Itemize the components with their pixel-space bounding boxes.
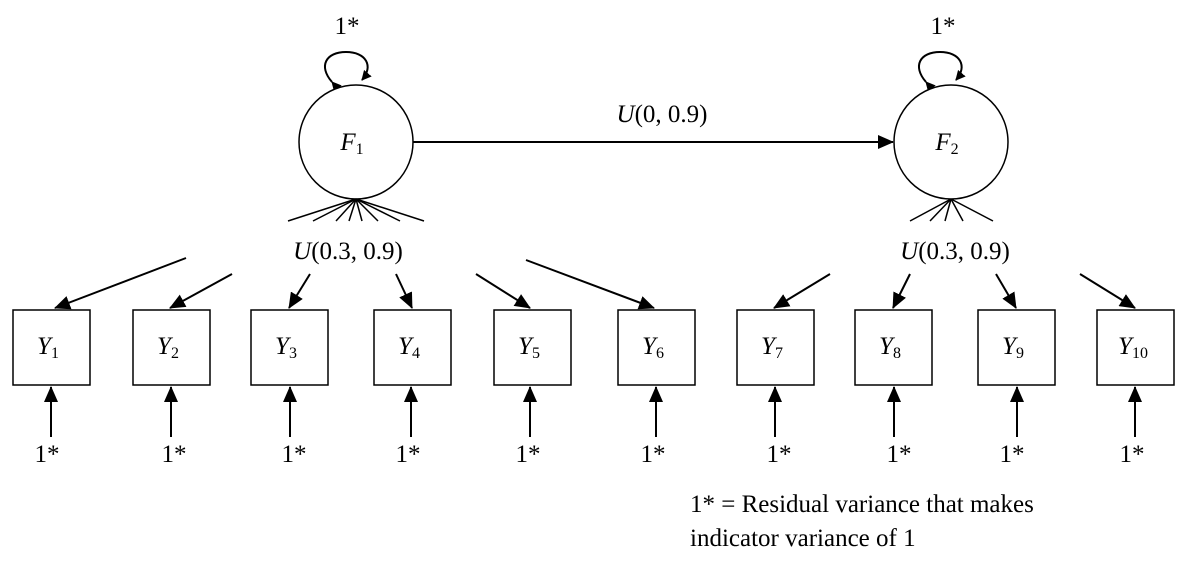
factor2-loading-fan [909,198,994,222]
residual-label-y9: 1* [1000,441,1025,468]
svg-text:Y7: Y7 [761,333,783,362]
loading-arrow-y9 [995,273,1017,309]
loading-arrow-y1 [54,257,187,310]
residual-label-y6: 1* [641,441,666,468]
legend-note-line1: 1* = Residual variance that makes [690,491,1034,518]
indicator-y5: Y5 [493,309,572,386]
residual-label-y2: 1* [162,441,187,468]
factor1-variance-loop [324,50,372,93]
indicator-y2: Y2 [132,309,211,386]
svg-text:Y8: Y8 [879,333,901,362]
indicator-y4: Y4 [373,309,452,386]
indicator-y3: Y3 [250,309,329,386]
indicator-y9: Y9 [977,309,1056,386]
svg-text:Y1: Y1 [37,333,59,362]
loading-arrow-y8 [892,273,911,309]
factor2-variance-loop [918,50,966,93]
loading-arrow-y10 [1079,273,1136,309]
residual-label-y3: 1* [282,441,307,468]
factor2-loading-label: U(0.3, 0.9) [900,238,1010,265]
svg-text:Y4: Y4 [398,333,420,362]
indicator-y7: Y7 [736,309,815,386]
loading-arrow-y5 [475,273,531,309]
legend-note: 1* = Residual variance that makes indica… [690,488,1034,556]
svg-text:Y2: Y2 [157,333,179,362]
factor1-loading-label: U(0.3, 0.9) [293,238,403,265]
indicator-y10: Y10 [1096,309,1175,386]
indicator-y8: Y8 [854,309,933,386]
svg-text:Y5: Y5 [518,333,540,362]
svg-text:Y3: Y3 [275,333,297,362]
factor1-variance-label: 1* [335,13,360,40]
factor2-label: F2 [934,129,958,158]
residual-label-y10: 1* [1120,441,1145,468]
residual-label-y5: 1* [516,441,541,468]
factor2-variance-label: 1* [931,13,956,40]
svg-text:Y6: Y6 [642,333,664,362]
indicator-y1: Y1 [12,309,91,386]
svg-text:Y10: Y10 [1118,333,1148,362]
svg-text:Y9: Y9 [1002,333,1024,362]
residual-label-y1: 1* [35,441,60,468]
residual-label-y7: 1* [767,441,792,468]
loading-arrow-y7 [773,273,831,309]
loading-arrow-y3 [288,273,311,309]
residual-label-y4: 1* [396,441,421,468]
loading-arrow-y6 [525,259,655,310]
legend-note-line2: indicator variance of 1 [690,525,916,552]
residual-label-y8: 1* [887,441,912,468]
factor1-label: F1 [339,129,363,158]
structural-path-label: U(0, 0.9) [617,101,708,128]
loading-arrow-y4 [395,273,413,309]
factor1-loading-fan [287,198,425,222]
loading-arrow-y2 [169,273,233,309]
indicator-y6: Y6 [617,309,696,386]
